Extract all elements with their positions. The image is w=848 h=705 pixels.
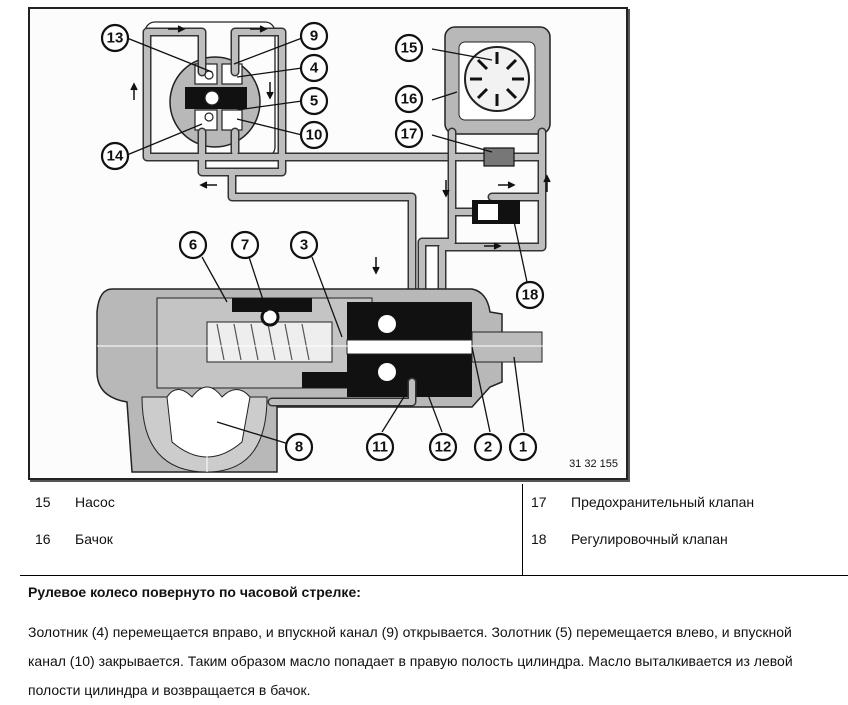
svg-text:4: 4 <box>310 60 319 77</box>
svg-text:14: 14 <box>107 148 124 165</box>
svg-text:6: 6 <box>189 237 197 254</box>
callout-12: 12 <box>428 432 458 462</box>
callout-14: 14 <box>100 141 130 171</box>
svg-text:9: 9 <box>310 28 318 45</box>
flow-arrows <box>130 25 551 275</box>
svg-text:2: 2 <box>484 439 492 456</box>
svg-text:11: 11 <box>372 439 388 456</box>
legend-label: Бачок <box>75 531 113 547</box>
legend-number: 18 <box>531 531 547 547</box>
callout-11: 11 <box>365 432 395 462</box>
callout-9: 9 <box>299 21 329 51</box>
callout-13: 13 <box>100 23 130 53</box>
figure-code: 31 32 155 <box>569 458 618 470</box>
svg-text:15: 15 <box>401 40 418 57</box>
svg-text:8: 8 <box>295 439 303 456</box>
caption-title: Рулевое колесо повернуто по часовой стре… <box>28 584 361 600</box>
legend-label: Насос <box>75 494 115 510</box>
pump-reservoir <box>417 26 551 307</box>
legend-number: 15 <box>35 494 51 510</box>
callout-5: 5 <box>299 86 329 116</box>
legend-item: 16 Бачок <box>35 531 113 547</box>
svg-text:10: 10 <box>306 127 323 144</box>
svg-text:7: 7 <box>241 237 249 254</box>
svg-text:1: 1 <box>519 439 527 456</box>
svg-text:18: 18 <box>522 287 539 304</box>
legend-item: 17 Предохранительный клапан <box>531 494 754 510</box>
steering-diagram: .pipe { fill:none; stroke:#333; stroke-w… <box>28 7 628 480</box>
callout-3: 3 <box>289 230 319 260</box>
callout-16: 16 <box>394 84 424 114</box>
leader-lines <box>126 37 528 446</box>
callout-15: 15 <box>394 33 424 63</box>
legend-number: 17 <box>531 494 547 510</box>
svg-text:5: 5 <box>310 93 318 110</box>
legend-item: 15 Насос <box>35 494 115 510</box>
svg-text:12: 12 <box>435 439 452 456</box>
callout-4: 4 <box>299 53 329 83</box>
rotary-valve <box>142 21 547 307</box>
legend-label: Регулировочный клапан <box>571 531 728 547</box>
diagram-drawing: .pipe { fill:none; stroke:#333; stroke-w… <box>96 21 551 473</box>
caption-body: Золотник (4) перемещается вправо, и впус… <box>28 624 793 698</box>
callout-6: 6 <box>178 230 208 260</box>
svg-text:17: 17 <box>401 126 418 143</box>
svg-text:13: 13 <box>107 30 124 47</box>
gear-housing <box>96 288 547 473</box>
legend-label: Предохранительный клапан <box>571 494 755 510</box>
callout-7: 7 <box>230 230 260 260</box>
legend-table: 15 Насос 16 Бачок 17 Предохранительный к… <box>20 484 848 576</box>
legend-item: 18 Регулировочный клапан <box>531 531 728 547</box>
callout-2: 2 <box>473 432 503 462</box>
callout-18: 18 <box>515 280 545 310</box>
callout-8: 8 <box>284 432 314 462</box>
callout-1: 1 <box>508 432 538 462</box>
legend-divider <box>522 484 523 575</box>
svg-text:3: 3 <box>300 237 308 254</box>
callout-17: 17 <box>394 119 424 149</box>
svg-text:16: 16 <box>401 91 418 108</box>
callout-10: 10 <box>299 120 329 150</box>
legend-number: 16 <box>35 531 51 547</box>
